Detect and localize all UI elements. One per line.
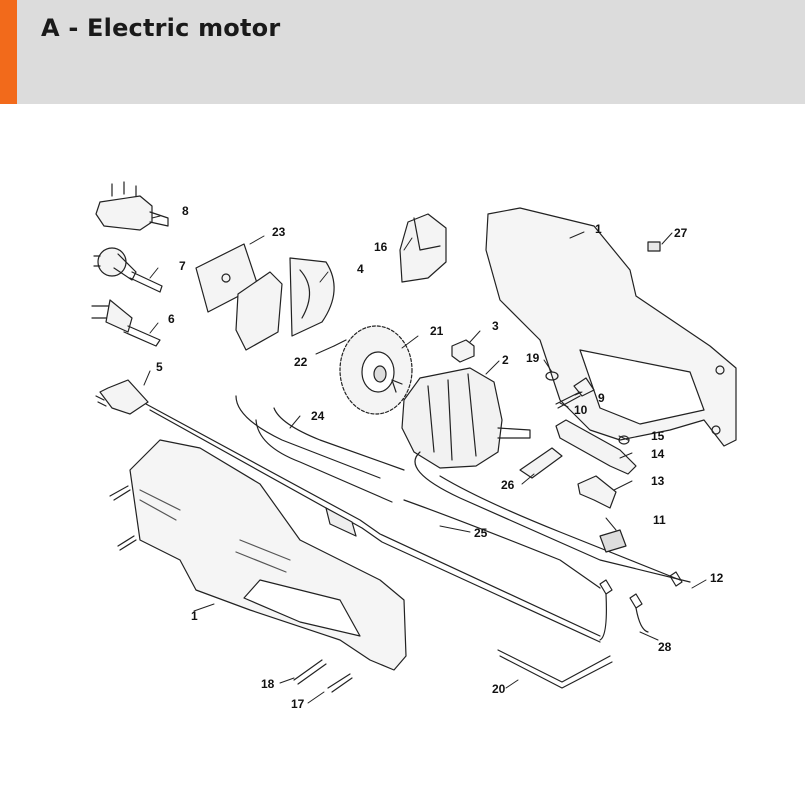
accent-stripe bbox=[0, 0, 17, 104]
callout-labels: 1 1 2 3 4 5 6 7 8 9 10 11 12 13 14 15 16… bbox=[156, 204, 724, 711]
part-2-motor bbox=[391, 367, 531, 469]
page-title: A - Electric motor bbox=[41, 14, 281, 42]
part-27-label bbox=[647, 241, 661, 252]
part-6-euro-plug bbox=[91, 299, 161, 347]
callout-18: 18 bbox=[261, 677, 275, 691]
part-25-wiring bbox=[403, 451, 691, 589]
callout-17: 17 bbox=[291, 697, 305, 711]
part-1-housing-right bbox=[485, 207, 737, 447]
part-16-bracket bbox=[399, 213, 447, 283]
callout-1b: 1 bbox=[191, 609, 198, 623]
leader-lines bbox=[143, 215, 707, 704]
callout-15: 15 bbox=[651, 429, 665, 443]
callout-10: 10 bbox=[574, 403, 588, 417]
screws bbox=[109, 391, 581, 693]
callout-25: 25 bbox=[474, 526, 488, 540]
part-21-fan bbox=[339, 325, 413, 415]
callout-19: 19 bbox=[526, 351, 540, 365]
part-8-uk-plug bbox=[95, 181, 169, 231]
part-11-switch bbox=[599, 529, 627, 553]
callout-21: 21 bbox=[430, 324, 444, 338]
callout-8: 8 bbox=[182, 204, 189, 218]
callout-23: 23 bbox=[272, 225, 286, 239]
part-7-round-plug bbox=[93, 247, 163, 293]
callout-3: 3 bbox=[492, 319, 499, 333]
callout-4: 4 bbox=[357, 262, 364, 276]
callout-11: 11 bbox=[653, 513, 666, 527]
callout-26: 26 bbox=[501, 478, 515, 492]
part-3-block bbox=[451, 339, 475, 363]
callout-22: 22 bbox=[294, 355, 308, 369]
callout-1a: 1 bbox=[595, 222, 602, 236]
callout-27: 27 bbox=[674, 226, 688, 240]
part-5-power-cord bbox=[95, 379, 601, 643]
callout-6: 6 bbox=[168, 312, 175, 326]
callout-20: 20 bbox=[492, 682, 506, 696]
callout-16: 16 bbox=[374, 240, 388, 254]
part-28-connectors bbox=[599, 571, 683, 641]
callout-12: 12 bbox=[710, 571, 724, 585]
callout-13: 13 bbox=[651, 474, 665, 488]
part-1-housing-left bbox=[129, 439, 407, 671]
callout-28: 28 bbox=[658, 640, 672, 654]
callout-9: 9 bbox=[598, 391, 605, 405]
part-14-trigger bbox=[555, 419, 637, 475]
part-13-switch-lever bbox=[577, 475, 617, 509]
part-26-sleeve bbox=[519, 447, 563, 479]
header-bar: A - Electric motor bbox=[0, 0, 805, 104]
callout-7: 7 bbox=[179, 259, 186, 273]
callout-14: 14 bbox=[651, 447, 665, 461]
part-22-pin bbox=[333, 339, 347, 347]
callout-5: 5 bbox=[156, 360, 163, 374]
callout-2: 2 bbox=[502, 353, 509, 367]
part-20-hex-key bbox=[497, 649, 613, 689]
callout-24: 24 bbox=[311, 409, 325, 423]
